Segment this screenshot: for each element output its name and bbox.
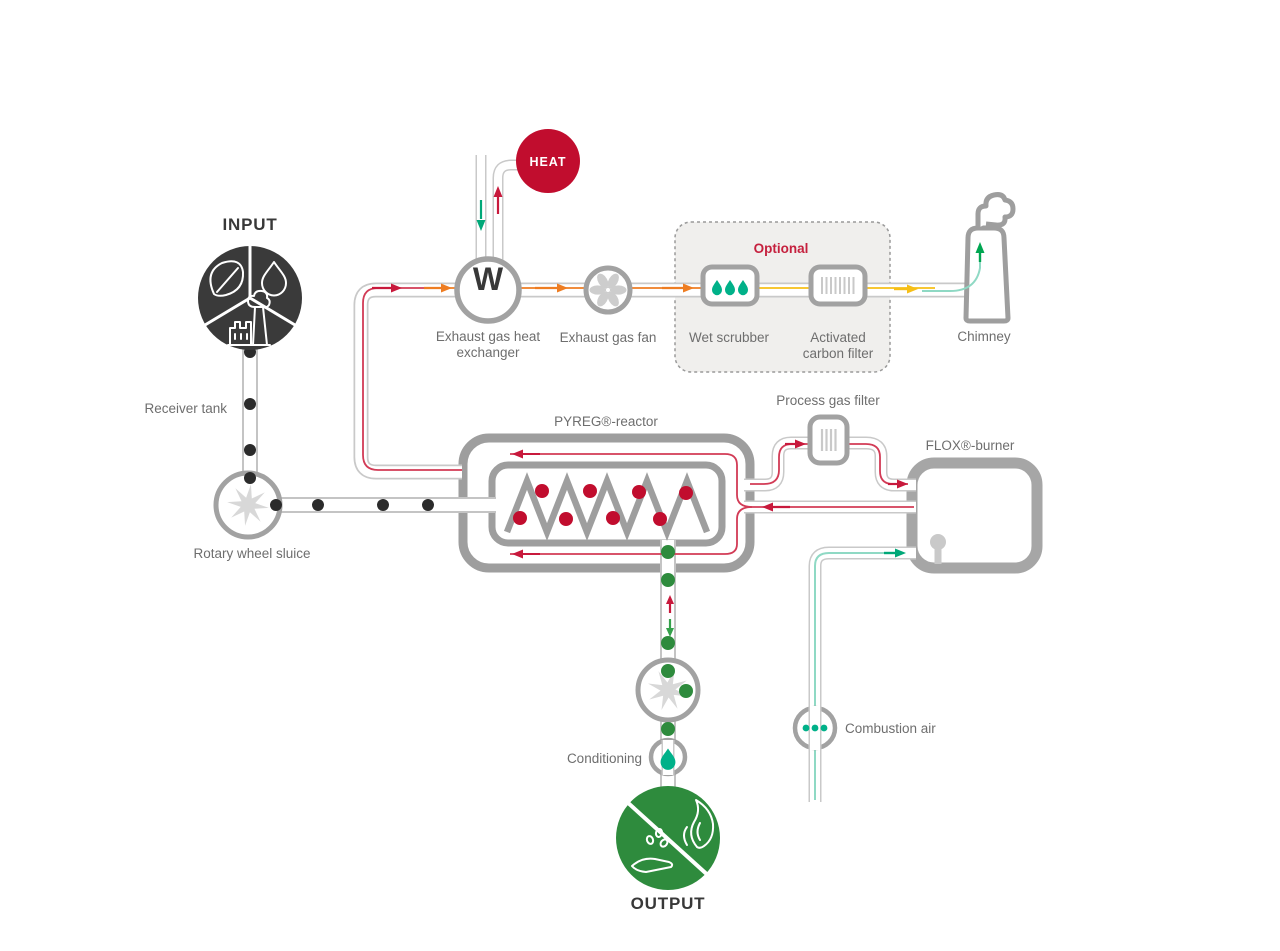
reactor-screw-icon (503, 472, 711, 541)
input-node-icon (198, 246, 302, 350)
process-gas-filter-icon (807, 414, 850, 466)
droplet-icon (261, 261, 287, 297)
activated-carbon-filter-label: Activated carbon filter (802, 330, 874, 361)
conditioning-water-icon (648, 737, 688, 777)
heat-label: HEAT (529, 155, 567, 169)
factory-icon (227, 289, 271, 346)
process-gas-filter-label: Process gas filter (776, 393, 880, 408)
reactor-hot-material-dots (513, 484, 693, 526)
wet-scrubber-icon (700, 264, 760, 307)
clean-gas-line (922, 242, 985, 292)
receiver-tank-label: Receiver tank (144, 401, 227, 416)
exhaust-fan-icon (583, 265, 633, 315)
chimney-label: Chimney (957, 329, 1011, 344)
slash-icon (624, 799, 713, 880)
chimney-icon (963, 192, 1016, 324)
output-node-icon (616, 786, 720, 890)
flow-arrows (372, 186, 918, 637)
input-title: INPUT (222, 215, 278, 234)
combustion-air-icon (792, 705, 838, 751)
flox-burner-shape (906, 457, 1043, 574)
exhaust-gas-fan-label: Exhaust gas fan (559, 330, 657, 345)
leaf-icon (209, 260, 245, 297)
heat-exchanger-symbol: W (472, 261, 504, 297)
flox-igniter-icon (930, 534, 946, 564)
wet-scrubber-label: Wet scrubber (688, 330, 770, 345)
flox-burner-label: FLOX®-burner (925, 438, 1015, 453)
flame-icon (683, 799, 715, 849)
rotary-wheel-sluice-label: Rotary wheel sluice (193, 546, 311, 561)
heat-exchanger-icon (454, 256, 522, 324)
exhaust-gas-heat-exchanger-label: Exhaust gas heat exchanger (435, 329, 541, 360)
char-material-dots (661, 545, 693, 736)
char-sluice-icon (635, 657, 701, 723)
activated-carbon-filter-icon (808, 264, 868, 307)
conditioning-label: Conditioning (566, 751, 642, 766)
optional-label: Optional (753, 241, 809, 256)
pyreg-reactor-shape (458, 433, 755, 573)
heat-circle (516, 129, 580, 193)
pyreg-reactor-label: PYREG®-reactor (554, 414, 658, 429)
hand-seeds-icon (631, 828, 674, 873)
combustion-air-label: Combustion air (845, 721, 936, 736)
output-title: OUTPUT (630, 894, 706, 913)
